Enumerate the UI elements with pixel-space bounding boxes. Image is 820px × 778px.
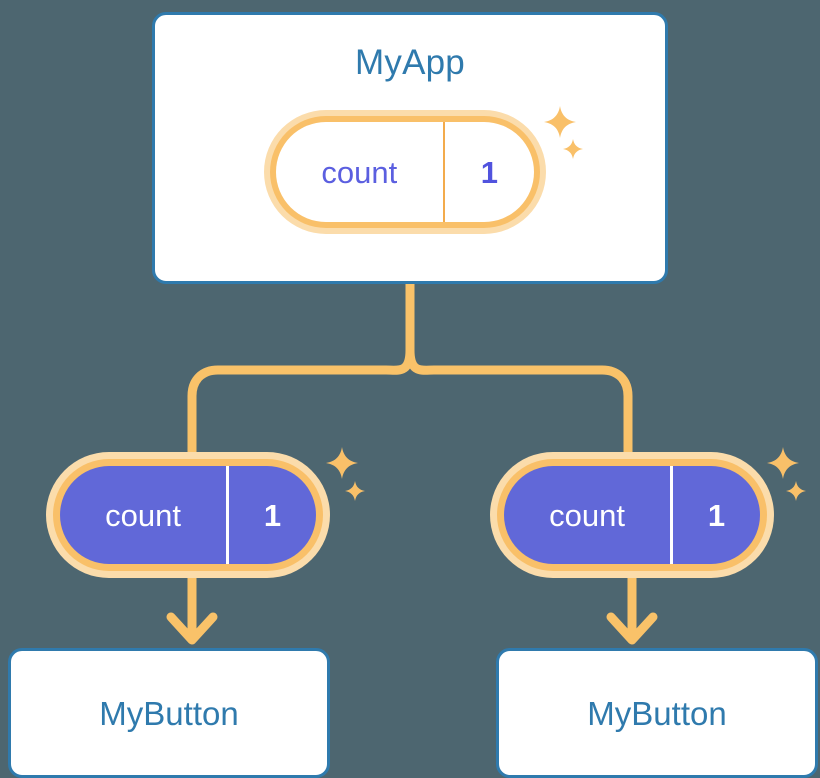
component-title: MyApp	[355, 43, 465, 82]
state-pill-body: count 1	[504, 466, 760, 564]
state-pill-body: count 1	[276, 122, 534, 222]
state-key: count	[321, 154, 398, 190]
arrow-down-icon-right	[606, 578, 658, 645]
connector-branch-right	[405, 345, 633, 457]
state-pill-body: count 1	[60, 466, 316, 564]
sparkle-icon-small-left	[344, 480, 366, 502]
state-key: count	[549, 497, 625, 533]
state-key: count	[105, 497, 181, 533]
arrow-down-icon-left	[166, 578, 218, 645]
connector-branch-left	[187, 345, 415, 457]
state-value: 1	[442, 122, 534, 222]
state-value: 1	[670, 466, 760, 564]
component-card-mybutton-right[interactable]: MyButton	[496, 648, 818, 778]
sparkle-icon-large-right	[766, 446, 800, 480]
sparkle-icon-small-right	[785, 480, 807, 502]
sparkle-icon-large-left	[325, 446, 359, 480]
component-title: MyButton	[99, 694, 239, 732]
component-title: MyButton	[587, 694, 727, 732]
state-value: 1	[226, 466, 316, 564]
component-card-mybutton-left[interactable]: MyButton	[8, 648, 330, 778]
